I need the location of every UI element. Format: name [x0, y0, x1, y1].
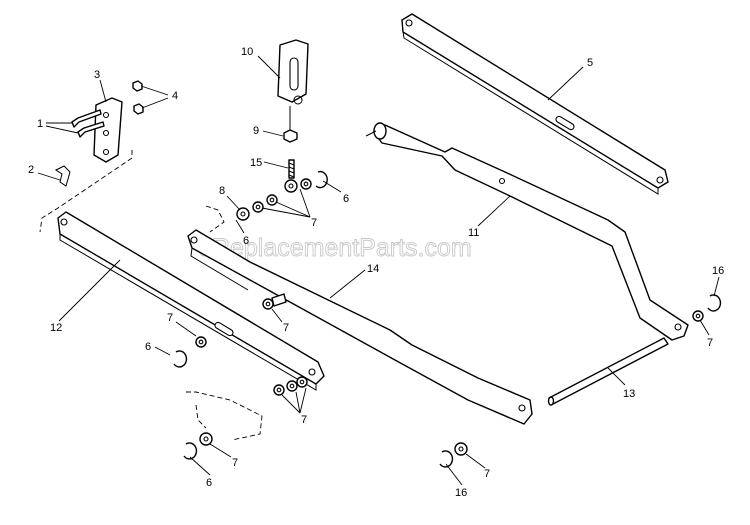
callout-6-mid: 6 — [243, 235, 249, 247]
callout-10: 10 — [241, 46, 253, 58]
callout-12: 12 — [50, 322, 62, 334]
callout-4: 4 — [172, 90, 178, 102]
callout-7-bottom: 7 — [232, 457, 238, 469]
callout-7-bottom-right: 7 — [484, 468, 490, 480]
callout-9: 9 — [253, 125, 259, 137]
part-1-bolts — [71, 109, 105, 138]
callout-7-left: 7 — [167, 312, 173, 324]
callout-13: 13 — [623, 388, 635, 400]
callout-5: 5 — [587, 57, 593, 69]
part-13-cross-rod — [547, 337, 669, 406]
callout-3: 3 — [94, 69, 100, 81]
callout-7-mid: 7 — [283, 322, 289, 334]
part-9-nut — [283, 106, 298, 143]
part-4-nuts — [132, 80, 144, 115]
callout-15: 15 — [250, 157, 262, 169]
callout-6-left: 6 — [145, 341, 151, 353]
leader-lines — [37, 55, 720, 486]
callout-6-top: 6 — [343, 193, 349, 205]
part-15-bolt — [288, 159, 295, 179]
callout-8: 8 — [219, 185, 225, 197]
hardware-washers — [173, 170, 722, 468]
callout-7-lower: 7 — [301, 414, 307, 426]
part-5-link-bar — [401, 13, 669, 195]
part-10-slotted-bracket — [277, 39, 309, 105]
part-11-lift-arm — [365, 122, 689, 341]
part-2-clip — [55, 165, 71, 187]
callout-7-right: 7 — [707, 337, 713, 349]
callout-11: 11 — [468, 227, 479, 239]
assembly-dash-lines — [39, 150, 263, 441]
part-14-lift-arm — [187, 229, 533, 425]
callout-7-top: 7 — [311, 217, 317, 229]
callout-6-bottom: 6 — [206, 477, 212, 489]
callout-16-right: 16 — [712, 265, 724, 277]
callout-14: 14 — [367, 263, 379, 275]
part-12-link-bar — [57, 211, 325, 391]
callout-1: 1 — [37, 118, 43, 130]
callout-labels: 1 2 3 4 5 10 9 15 6 8 6 7 11 14 7 12 7 6… — [28, 46, 724, 499]
callout-16-bottom: 16 — [455, 487, 467, 499]
part-3-bracket — [93, 97, 123, 163]
callout-2: 2 — [28, 164, 34, 176]
